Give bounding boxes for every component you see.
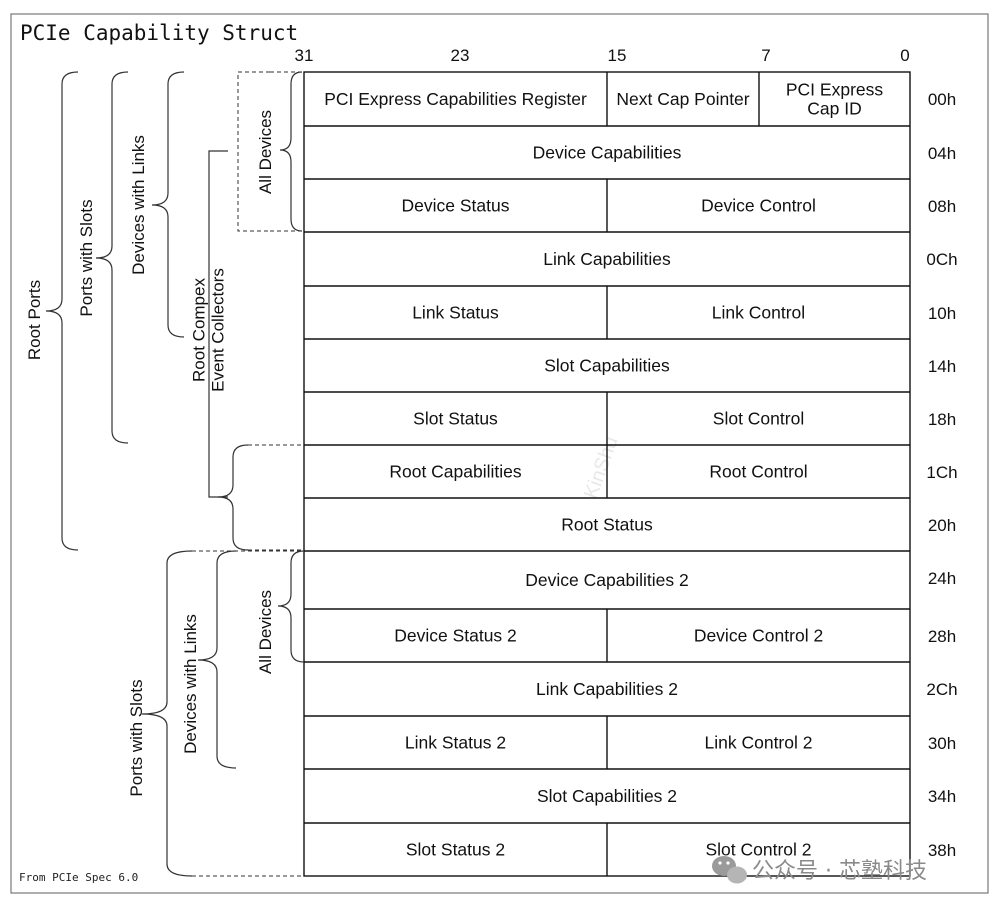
field-link-status: Link Status [412,303,499,323]
bit-label-0: 0 [900,46,909,65]
field-root-status: Root Status [561,515,653,535]
offset-0Ch: 0Ch [926,250,957,269]
offset-24h: 24h [928,569,956,588]
field-root-capabilities: Root Capabilities [389,462,522,482]
offset-labels: 00h 04h 08h 0Ch 10h 14h 18h 1Ch 20h 24h 28h 2Ch 30h 3… [926,90,957,860]
ports-with-slots-brace [95,71,129,444]
register-grid: PCI Express Capabilities Register Next Ca… [303,71,911,877]
all-devices-extent [237,71,270,232]
bit-position-labels: 31 23 15 7 0 [295,46,910,65]
offset-04h: 04h [928,144,956,163]
field-device-status: Device Status [402,196,510,216]
offset-38h: 38h [928,841,956,860]
all-devices-label: All Devices [256,110,275,194]
field-device-status-2: Device Status 2 [394,626,517,646]
offset-2Ch: 2Ch [926,680,957,699]
outer-frame [10,13,989,894]
field-link-capabilities: Link Capabilities [543,249,671,269]
bit-label-7: 7 [761,46,770,65]
field-slot-capabilities: Slot Capabilities [544,356,670,376]
field-slot-capabilities-2: Slot Capabilities 2 [537,786,677,806]
field-device-capabilities: Device Capabilities [533,143,682,163]
field-next-cap-pointer: Next Cap Pointer [616,89,749,109]
bit-label-15: 15 [608,46,627,65]
offset-18h: 18h [928,410,956,429]
bit-label-23: 23 [451,46,470,65]
root-ports-label: Root Ports [25,280,44,360]
field-slot-control-2: Slot Control 2 [705,840,811,860]
diagram-title: PCIe Capability Struct [20,21,298,45]
field-slot-status-2: Slot Status 2 [406,840,505,860]
all-devices-2-label: All Devices [256,590,275,674]
field-slot-status: Slot Status [413,409,498,429]
field-link-control-2: Link Control 2 [705,733,813,753]
offset-34h: 34h [928,787,956,806]
field-root-control: Root Control [709,462,807,482]
devices-with-links-2-label: Devices with Links [181,614,200,754]
offset-1Ch: 1Ch [926,463,957,482]
field-link-status-2: Link Status 2 [405,733,506,753]
field-link-control: Link Control [712,303,805,323]
offset-30h: 30h [928,734,956,753]
devices-with-links-2-brace [197,550,237,769]
field-link-capabilities-2: Link Capabilities 2 [536,679,678,699]
field-device-capabilities-2: Device Capabilities 2 [525,570,688,590]
field-device-control-2: Device Control 2 [694,626,823,646]
all-devices-2-brace [277,550,305,663]
devices-with-links-label: Devices with Links [129,135,148,275]
offset-14h: 14h [928,357,956,376]
bit-label-31: 31 [295,46,314,65]
ports-with-slots-label: Ports with Slots [77,199,96,316]
offset-00h: 00h [928,90,956,109]
offset-20h: 20h [928,516,956,535]
root-registers-brace [217,444,249,551]
devices-with-links-brace [151,71,185,338]
all-devices-brace [279,71,303,232]
root-complex-event-collectors-label: Root CompexEvent Collectors [190,268,228,392]
root-ports-brace [45,71,79,551]
wechat-icon [712,856,747,884]
footnote: From PCIe Spec 6.0 [19,871,138,884]
wechat-watermark-text: 公众号 · 芯塾科技 [752,859,927,884]
ports-with-slots-2-label: Ports with Slots [127,679,146,796]
ports-with-slots-2-brace [141,550,193,877]
offset-10h: 10h [928,304,956,323]
offset-08h: 08h [928,197,956,216]
field-pci-express-capabilities-register: PCI Express Capabilities Register [324,89,587,109]
offset-28h: 28h [928,627,956,646]
field-slot-control: Slot Control [713,409,804,429]
wechat-watermark: 公众号 · 芯塾科技 [712,856,927,884]
field-device-control: Device Control [701,196,816,216]
